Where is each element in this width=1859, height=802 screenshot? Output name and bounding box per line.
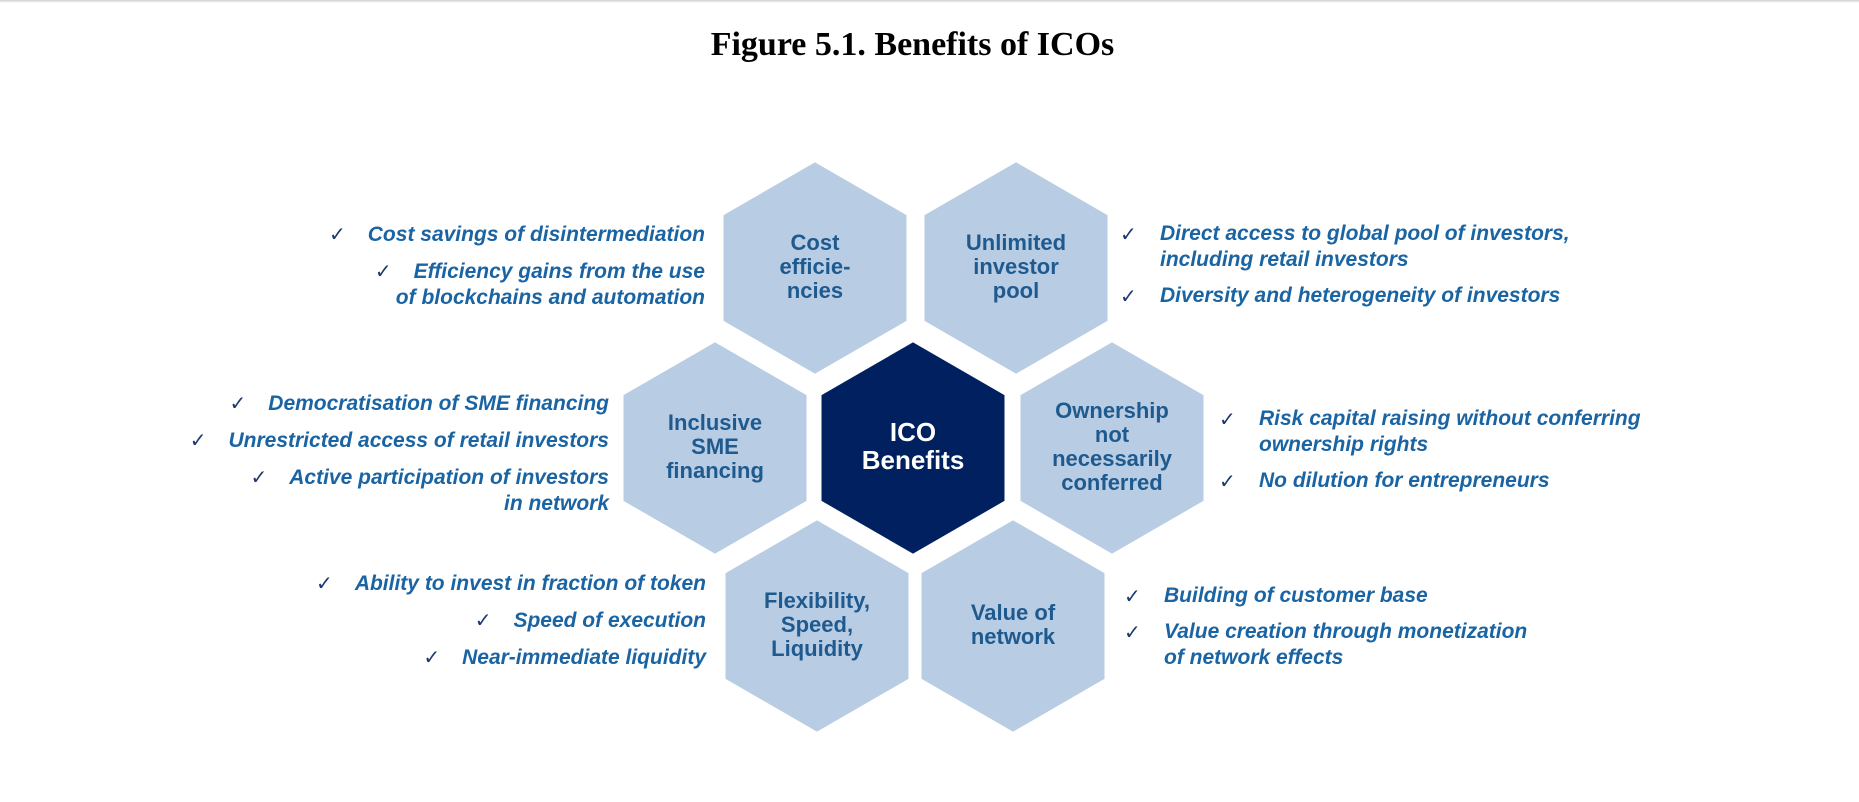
bullet-text: Democratisation of SME financing [268,392,609,415]
bullet-item: ✓ Value creation through monetization of n… [1124,619,1684,671]
bullet-text: in network [503,492,609,515]
bullet-text: Speed of execution [513,609,706,632]
bullet-item: ✓ Ability to invest in fraction of token [186,570,706,597]
checkmark-icon: ✓ [189,428,207,452]
bullet-text: including retail investors [1160,248,1409,271]
bullet-text: Risk capital raising without conferring [1259,407,1641,430]
checkmark-icon: ✓ [423,645,441,669]
top-border [0,0,1859,3]
checkmark-icon: ✓ [329,222,346,246]
checkmark-icon: ✓ [316,571,333,595]
bullets-value: ✓ Building of customer base ✓ Value creatio… [1124,583,1684,681]
hexagon-label-investor: investor [973,254,1059,279]
checkmark-icon: ✓ [374,259,392,283]
hexagon-label-value: network [971,624,1056,649]
bullets-flexibility: ✓Ability to invest in fraction of token✓… [186,570,706,681]
hexagon-flexibility: Flexibility,Speed,Liquidity [721,515,913,737]
hexagon-label-investor: pool [993,278,1039,303]
hexagon-label-cost: ncies [787,278,843,303]
bullet-item: ✓ Near-immediate liquidity [186,644,706,671]
hexagon-label-flexibility: Flexibility, [764,588,870,613]
bullet-text: Ability to invest in fraction of token [354,572,706,595]
bullet-text: of network effects [1164,646,1344,669]
hexagon-label-flexibility: Liquidity [771,636,863,661]
bullet-item: ✓ Diversity and heterogeneity of investor… [1120,283,1680,309]
bullets-investor: ✓ Direct access to global pool of investo… [1120,221,1680,319]
bullet-text: Direct access to global pool of investor… [1160,222,1570,245]
checkmark-icon: ✓ [1120,222,1137,246]
hexagon-label-cost: efficie- [780,254,851,279]
bullets-cost: ✓ Cost savings of disintermediation ✓ Effic… [185,221,705,321]
bullet-text: Unrestricted access of retail investors [228,429,609,452]
hexagon-label-value: Value of [971,600,1056,625]
bullet-item: ✓ Direct access to global pool of investo… [1120,221,1680,273]
bullet-item: ✓ Building of customer base [1124,583,1684,609]
hexagon-shape-investor [920,157,1112,379]
bullets-ownership: ✓ Risk capital raising without conferring… [1219,406,1779,504]
hexagon-shape-flexibility [721,515,913,737]
hexagon-label-ownership: necessarily [1052,446,1173,471]
hexagon-label-center: Benefits [862,445,965,475]
bullet-item: ✓ No dilution for entrepreneurs [1219,468,1779,494]
bullet-item: ✓ Efficiency gains from the use of blockch… [185,258,705,311]
hexagon-label-inclusive: SME [691,434,739,459]
hexagon-label-ownership: Ownership [1055,398,1169,423]
bullet-text: of blockchains and automation [395,286,705,309]
hexagon-shape-value [917,515,1109,737]
hexagon-label-cost: Cost [791,230,841,255]
checkmark-icon: ✓ [1219,407,1236,431]
hexagon-label-inclusive: financing [666,458,764,483]
checkmark-icon: ✓ [474,608,492,632]
bullet-text: Efficiency gains from the use [413,260,705,283]
checkmark-icon: ✓ [1124,620,1141,644]
bullet-item: ✓ Speed of execution [186,607,706,634]
hexagon-label-ownership: not [1095,422,1130,447]
bullets-inclusive: ✓ Democratisation of SME financing ✓ Unrest… [89,390,609,527]
checkmark-icon: ✓ [1120,284,1137,308]
bullet-item: ✓ Democratisation of SME financing [89,390,609,417]
bullet-item: ✓ Active participation of investors in net… [89,464,609,517]
bullet-text: Cost savings of disintermediation [367,223,705,246]
hexagon-label-investor: Unlimited [966,230,1066,255]
hexagon-shape-center [817,337,1009,559]
hexagon-shape-cost [719,157,911,379]
hexagon-label-ownership: conferred [1061,470,1162,495]
hexagon-shape-inclusive [619,337,811,559]
bullet-text: ownership rights [1259,433,1429,456]
checkmark-icon: ✓ [250,465,268,489]
hexagon-label-center: ICO [890,417,936,447]
checkmark-icon: ✓ [229,391,247,415]
bullet-text: No dilution for entrepreneurs [1259,469,1550,492]
checkmark-icon: ✓ [1219,469,1236,493]
bullet-text: Value creation through monetization [1164,620,1528,643]
bullet-text: Building of customer base [1164,584,1428,607]
figure-title: Figure 5.1. Benefits of ICOs [710,26,1115,63]
bullet-item: ✓ Unrestricted access of retail investors [89,427,609,454]
bullet-item: ✓ Cost savings of disintermediation [185,221,705,248]
bullet-text: Active participation of investors [289,466,609,489]
hexagon-shape-ownership [1016,337,1208,559]
hexagon-label-flexibility: Speed, [781,612,853,637]
bullet-item: ✓ Risk capital raising without conferring… [1219,406,1779,458]
bullet-text: Near-immediate liquidity [462,646,706,669]
bullet-text: Diversity and heterogeneity of investors [1160,284,1561,307]
checkmark-icon: ✓ [1124,584,1141,608]
hexagon-label-inclusive: Inclusive [668,410,762,435]
